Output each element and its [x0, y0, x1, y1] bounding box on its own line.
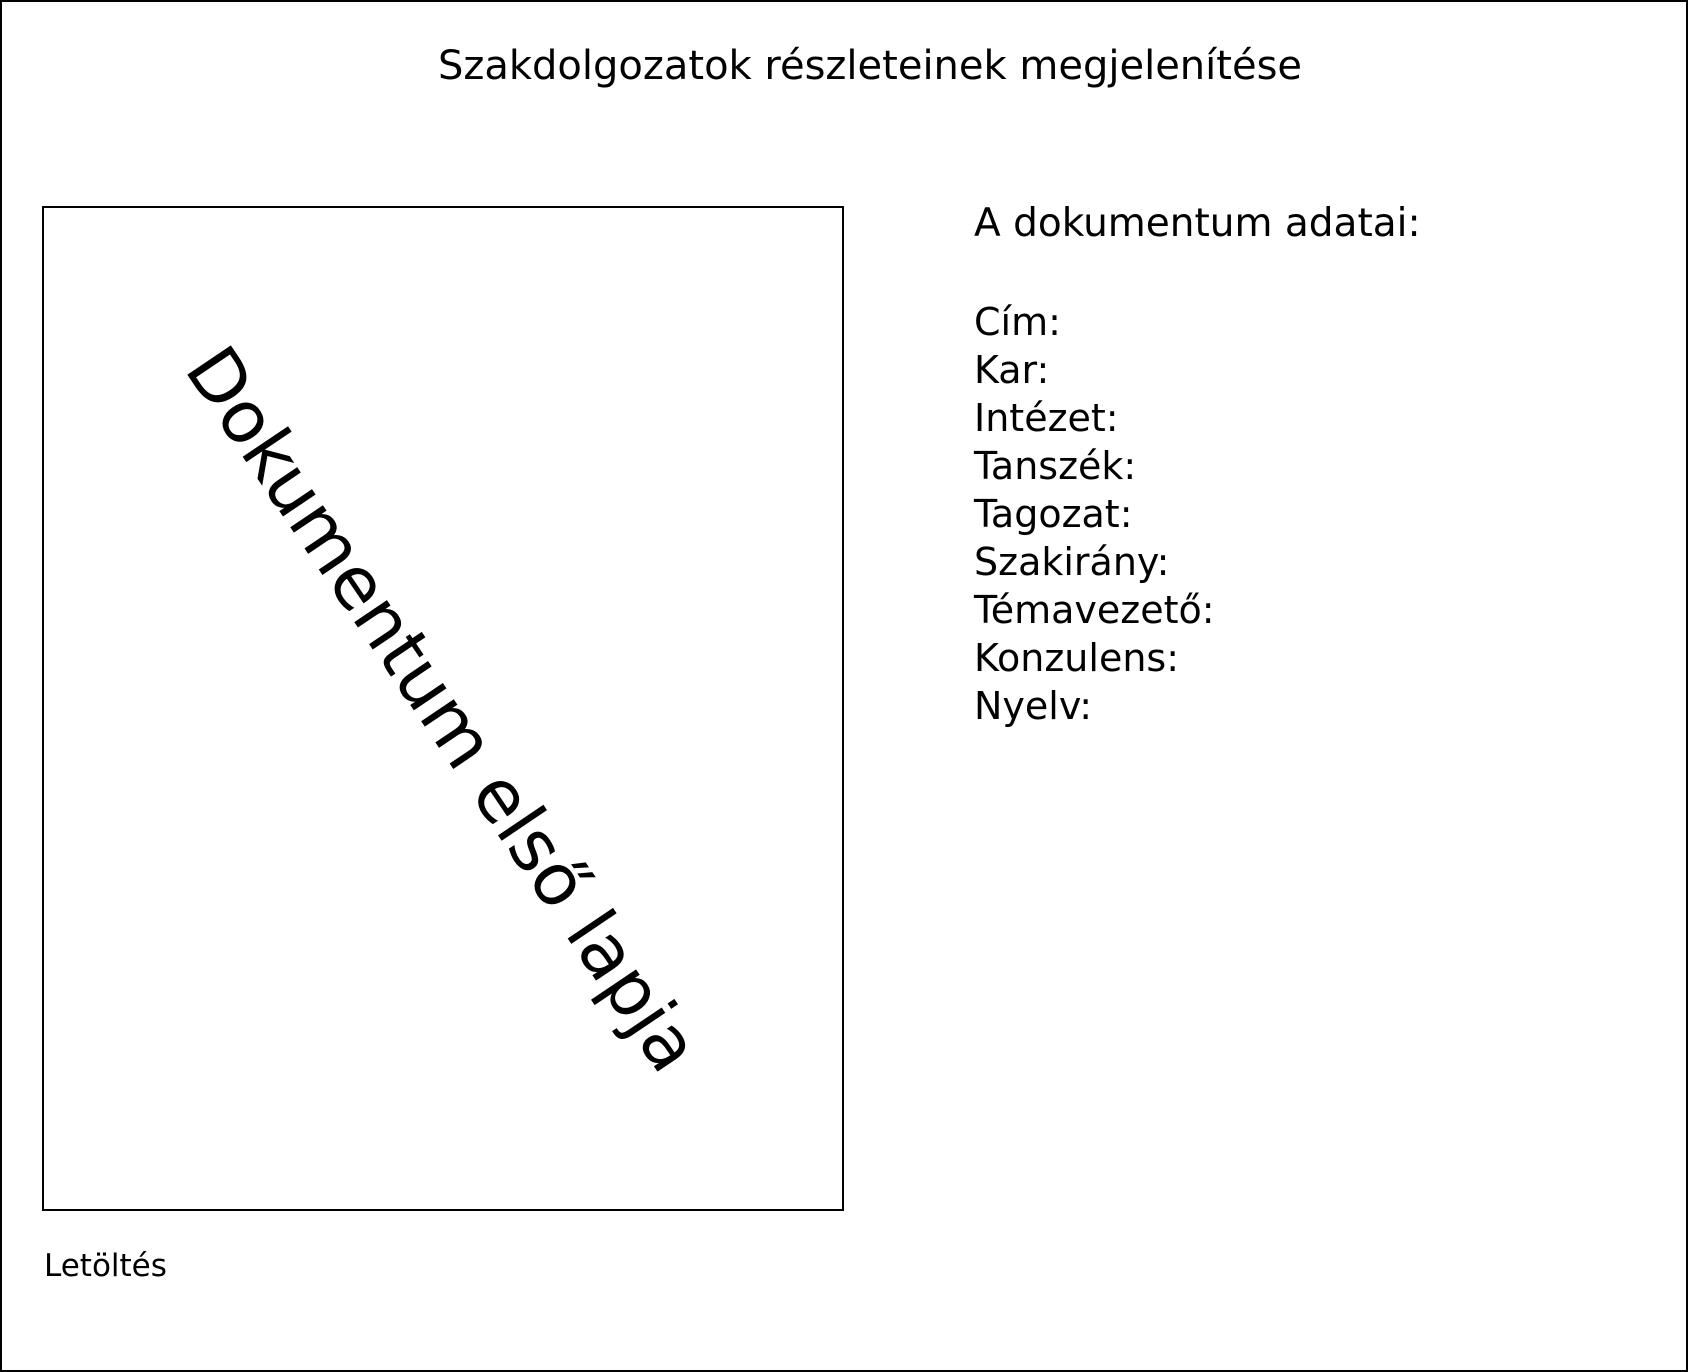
field-specialization-label: Szakirány:: [974, 540, 1170, 584]
document-preview[interactable]: Dokumentum első lapja: [42, 206, 844, 1211]
field-title-label: Cím:: [974, 300, 1061, 344]
field-consultant-label: Konzulens:: [974, 636, 1180, 680]
document-preview-placeholder: Dokumentum első lapja: [169, 330, 717, 1087]
field-study-mode-label: Tagozat:: [974, 492, 1133, 536]
page-title: Szakdolgozatok részleteinek megjelenítés…: [437, 43, 1303, 89]
field-faculty-label: Kar:: [974, 348, 1050, 392]
field-department-label: Tanszék:: [974, 444, 1137, 488]
document-details-panel: A dokumentum adatai: Cím: Kar: Intézet: …: [974, 196, 1654, 730]
field-institute-label: Intézet:: [974, 396, 1119, 440]
field-supervisor-label: Témavezető:: [974, 588, 1215, 632]
field-language-label: Nyelv:: [974, 684, 1093, 728]
download-link[interactable]: Letöltés: [44, 1248, 167, 1284]
document-details-heading: A dokumentum adatai:: [974, 201, 1421, 246]
document-details-list: Cím: Kar: Intézet: Tanszék: Tagozat: Sza…: [974, 298, 1654, 730]
